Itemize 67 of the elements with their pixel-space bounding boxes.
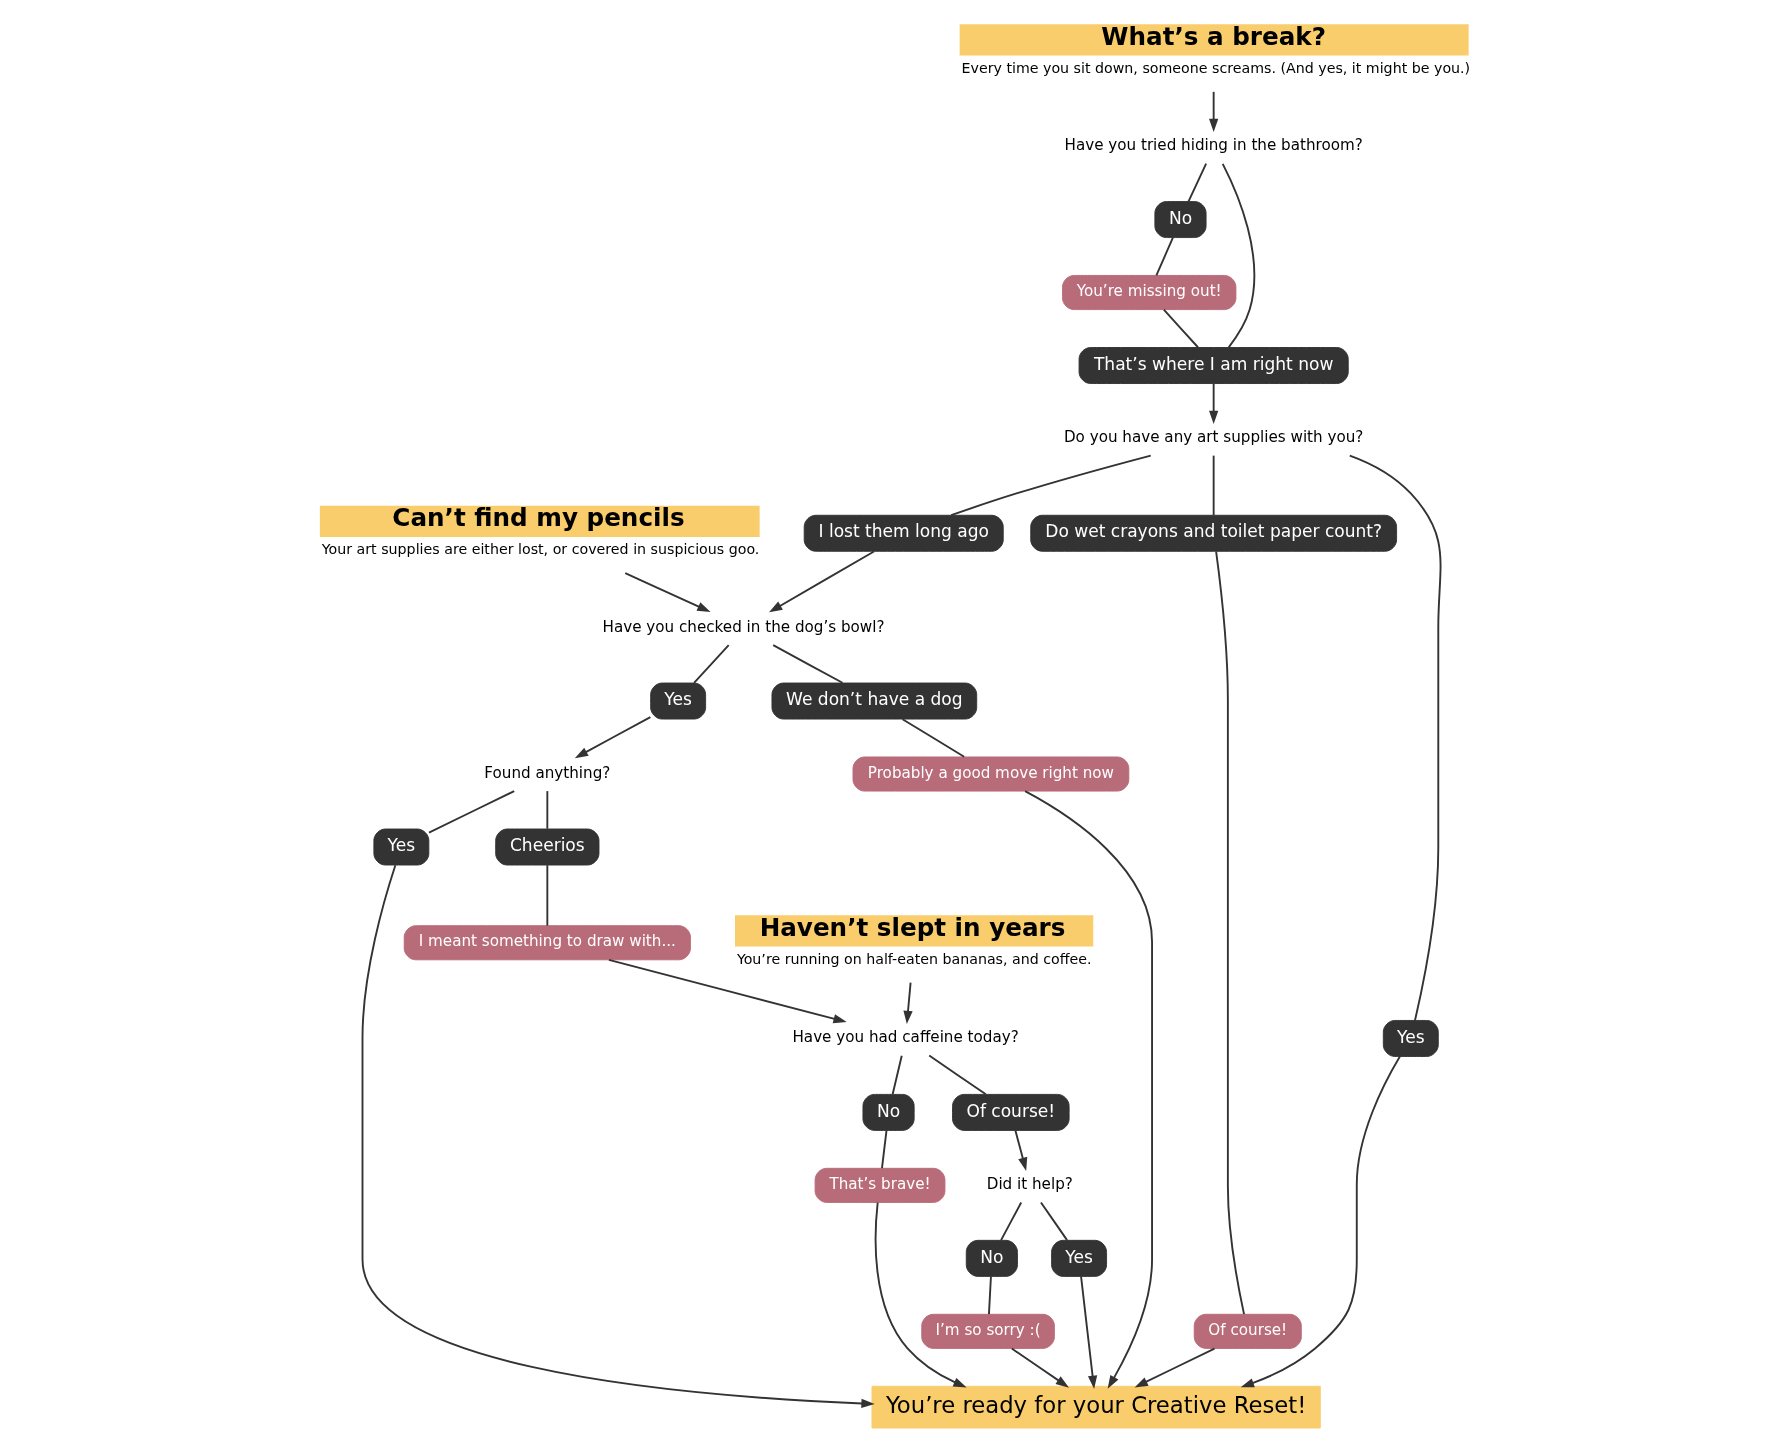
connector [1039,1201,1068,1242]
arrow [1013,1129,1027,1171]
node-box: Yes [1050,1239,1107,1277]
arrow [1208,382,1218,425]
connector [1187,162,1207,203]
connector [901,718,965,758]
connector [927,1054,987,1096]
connector [1154,236,1174,277]
node-box: No [1153,201,1207,239]
node-text: Have you checked in the dog’s bowl? [602,617,885,636]
node-box: Do wet crayons and toilet paper count? [1029,514,1397,552]
connector [1162,308,1199,349]
connector [999,1201,1022,1242]
arrow [607,958,847,1024]
arrow [1010,1347,1069,1388]
node-box: I lost them long ago [803,514,1004,552]
node-text: Have you had caffeine today? [791,1028,1019,1047]
node-box: Cheerios [494,828,599,866]
node-box: No [965,1239,1018,1277]
arrow [1023,790,1153,1389]
node-box: Haven’t slept in years [734,915,1093,947]
arrow [768,550,875,613]
connector [771,644,843,684]
node-box: Of course! [1193,1313,1302,1349]
node-box: You’re ready for your Creative Reset! [871,1385,1321,1429]
node-box: Of course! [951,1093,1070,1131]
node-label: You’re running on half-eaten bananas, and coffee. [736,950,1092,967]
node-text: Did it help? [986,1174,1073,1193]
arrow [1079,1275,1097,1389]
connector [692,644,730,684]
connector [1214,550,1245,1316]
node-box: That’s where I am right now [1078,347,1349,384]
arrow [902,981,913,1025]
node-box: Can’t find my pencils [319,505,760,538]
arrow [1240,1055,1401,1388]
node-box: Yes [372,828,429,866]
connector [987,1275,992,1316]
arrow [574,716,651,759]
node-box: That’s brave! [814,1167,945,1203]
connector [1212,454,1215,517]
connector [545,864,548,927]
node-text: Do you have any art supplies with you? [1063,428,1363,447]
arrow [874,1201,967,1388]
node-box: Yes [1382,1020,1439,1057]
node-label: Your art supplies are either lost, or covered in suspicious goo. [321,541,759,558]
connector [545,790,548,830]
node-box: No [862,1093,915,1131]
arrow [1208,90,1218,133]
node-box: You’re missing out! [1061,275,1236,311]
node-text: Found anything? [483,763,610,782]
node-text: Have you tried hiding in the bathroom? [1063,136,1363,155]
node-box: I meant something to draw with... [403,925,691,961]
node-box: I’m so sorry :( [920,1313,1055,1349]
arrow [623,572,711,613]
arrow [361,864,875,1409]
arrow [1134,1347,1215,1388]
node-box: We don’t have a dog [771,682,977,720]
node-label: Every time you sit down, someone screams. (And yes, it might be you.) [961,59,1470,76]
connector [1348,454,1441,1022]
connector [1221,162,1255,349]
node-box: Yes [649,682,706,720]
node-box: What’s a break? [959,24,1469,56]
connector [427,790,515,834]
connector [880,1129,887,1170]
node-box: Probably a good move right now [852,756,1129,792]
connector [949,454,1152,517]
connector [891,1054,903,1096]
